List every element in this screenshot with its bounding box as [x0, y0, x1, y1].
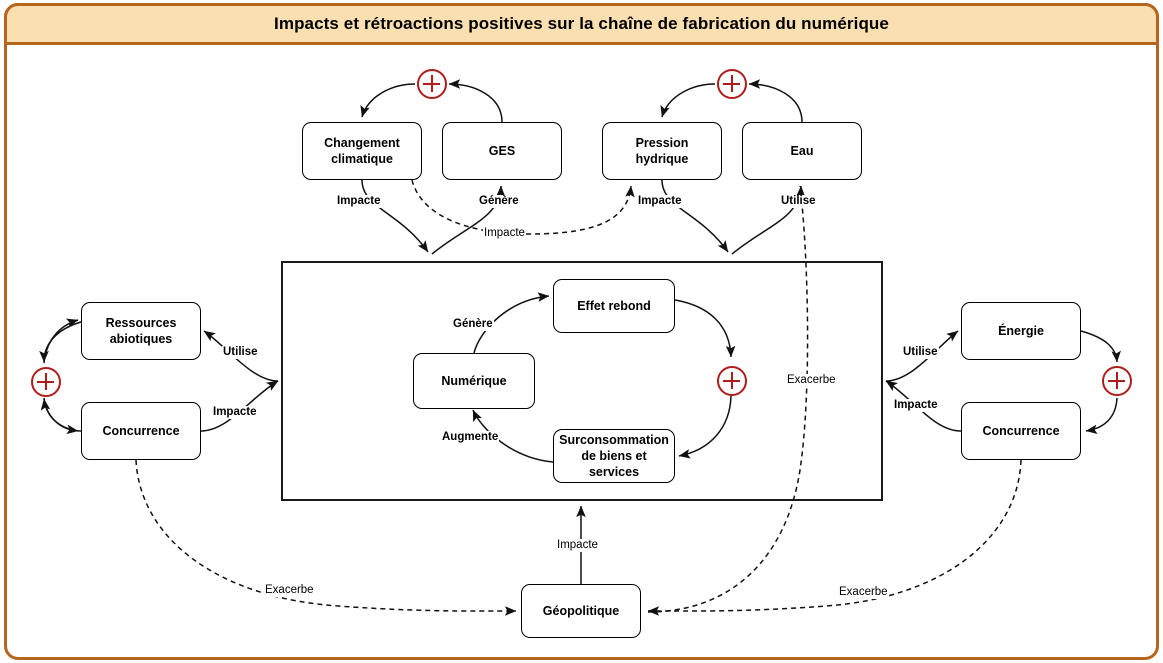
system-boundary-box	[281, 261, 883, 501]
edge-label-genere-ges: Génère	[478, 195, 520, 208]
node-geopolitique[interactable]: Géopolitique	[521, 584, 641, 638]
plus-icon-eau-pression	[717, 69, 747, 99]
edge-label-impacte-climat: Impacte	[336, 195, 382, 208]
edge-label-genere-rebond: Génère	[452, 318, 494, 331]
plus-icon-energie-concurrence	[1102, 366, 1132, 396]
node-ges[interactable]: GES	[442, 122, 562, 180]
node-numerique[interactable]: Numérique	[413, 353, 535, 409]
node-label: GES	[488, 144, 516, 158]
edge-label-exacerbe-centre: Exacerbe	[786, 374, 837, 387]
node-label: Géopolitique	[542, 604, 620, 618]
node-pression-hydrique[interactable]: Pression hydrique	[602, 122, 722, 180]
node-label-line2: climatique	[331, 152, 393, 166]
node-ressources-abiotiques[interactable]: Ressources abiotiques	[81, 302, 201, 360]
edge-label-impacte-concurrence-gauche: Impacte	[212, 406, 258, 419]
plus-icon-ressources-concurrence	[31, 367, 61, 397]
node-label-line2: de biens et services	[581, 449, 647, 479]
node-label: Numérique	[441, 374, 507, 388]
node-surconsommation[interactable]: Surconsommation de biens et services	[553, 429, 675, 483]
edge-label-utilise-eau: Utilise	[780, 195, 817, 208]
edge-label-exacerbe-gauche: Exacerbe	[264, 584, 315, 597]
edge-label-exacerbe-droite: Exacerbe	[838, 586, 889, 599]
edge-label-impacte-climat-pression: Impacte	[483, 227, 526, 240]
node-label: Pression hydrique	[635, 136, 689, 166]
edge-label-impacte-pression: Impacte	[637, 195, 683, 208]
edge-label-augmente-numerique: Augmente	[441, 431, 500, 444]
node-label: Concurrence	[102, 424, 180, 438]
node-label-line2: abiotiques	[109, 332, 173, 346]
node-energie[interactable]: Énergie	[961, 302, 1081, 360]
plus-icon-climat-ges	[417, 69, 447, 99]
node-label-line1: Ressources	[105, 316, 177, 330]
node-effet-rebond[interactable]: Effet rebond	[553, 279, 675, 333]
node-label: Énergie	[998, 324, 1044, 338]
node-label: Concurrence	[982, 424, 1060, 438]
edge-label-utilise-energie: Utilise	[902, 346, 939, 359]
node-label: Eau	[790, 144, 814, 158]
edge-label-utilise-ressources: Utilise	[222, 346, 259, 359]
edge-label-impacte-concurrence-droite: Impacte	[893, 399, 939, 412]
node-eau[interactable]: Eau	[742, 122, 862, 180]
node-label: Effet rebond	[577, 299, 651, 313]
node-concurrence-gauche[interactable]: Concurrence	[81, 402, 201, 460]
node-changement-climatique[interactable]: Changement climatique	[302, 122, 422, 180]
title-bar: Impacts et rétroactions positives sur la…	[4, 3, 1159, 45]
node-label-line1: Changement	[324, 136, 400, 150]
plus-icon-rebond-surconsommation	[717, 366, 747, 396]
page-title: Impacts et rétroactions positives sur la…	[274, 14, 889, 33]
node-concurrence-droite[interactable]: Concurrence	[961, 402, 1081, 460]
edge-label-impacte-geopolitique: Impacte	[556, 539, 599, 552]
node-label-line1: Surconsommation	[559, 433, 669, 447]
